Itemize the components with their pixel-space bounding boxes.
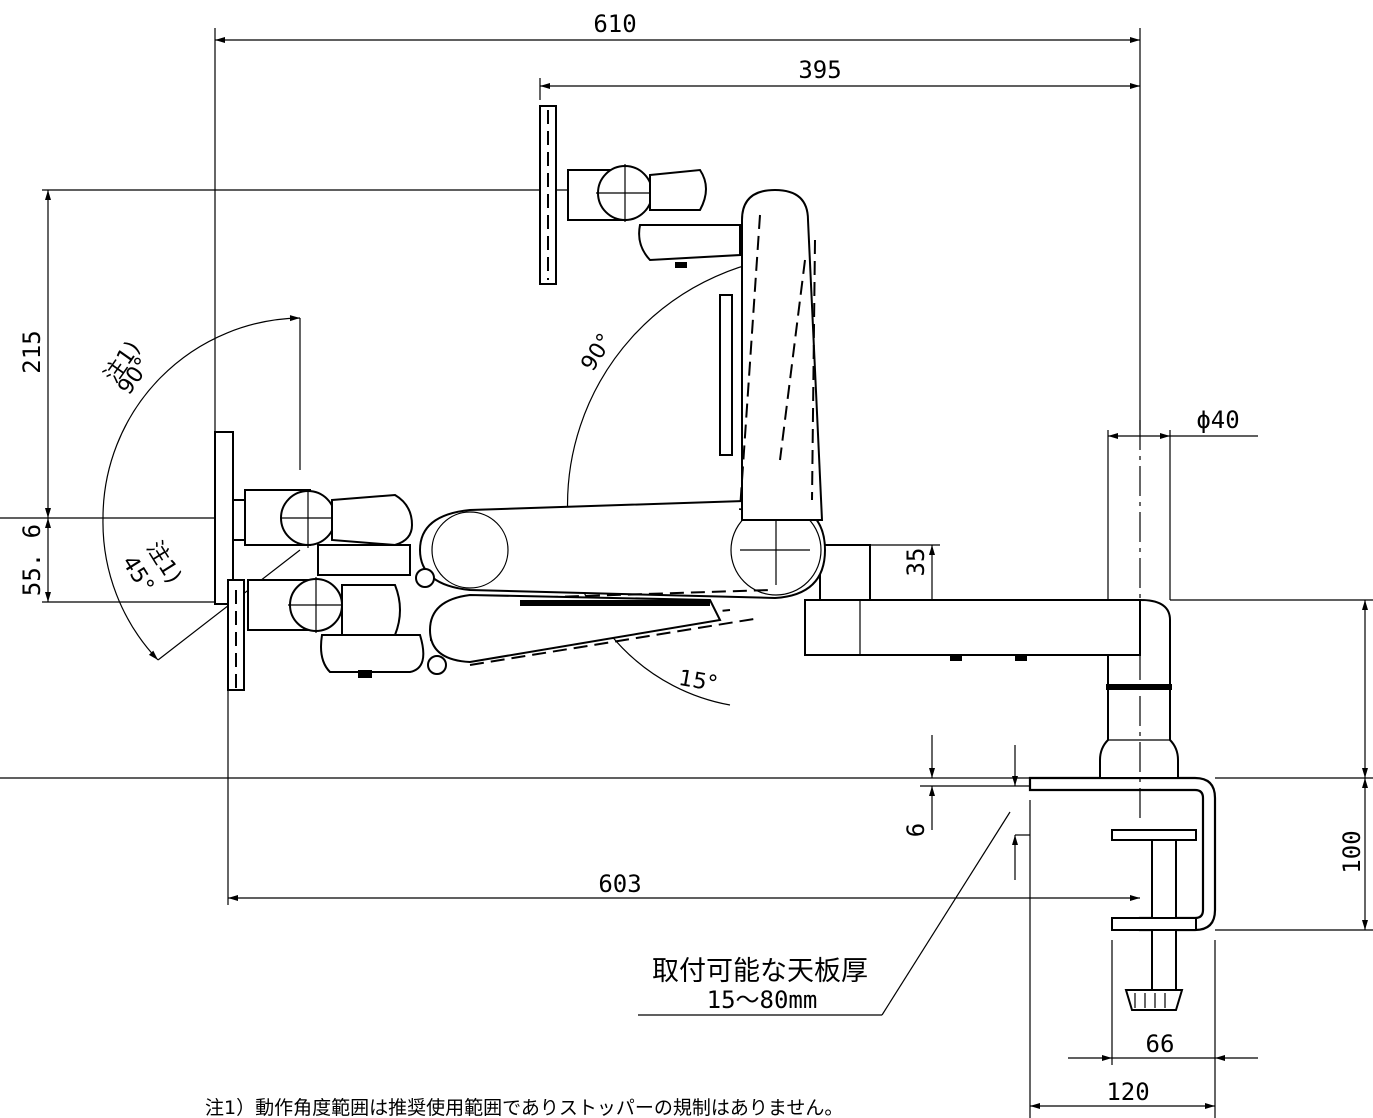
dim-clamp-outer: 120 (1106, 1078, 1149, 1106)
dim-bottom-width: 603 (598, 870, 641, 898)
dim-height-down: 55. 6 (18, 524, 46, 596)
dimension-labels: 610 395 215 55. 6 ϕ40 35 6 603 100 66 12… (18, 10, 1366, 1106)
footnote: 注1）動作角度範囲は推奨使用範囲でありストッパーの規制はありません。 (205, 1097, 843, 1118)
desk-thickness-label: 取付可能な天板厚 15～80mm (652, 956, 868, 1014)
monitor-head-tilted (227, 577, 425, 691)
dim-pole-diameter: ϕ40 (1196, 406, 1239, 434)
lower-arm (804, 544, 1141, 661)
dim-arm-offset: 35 (902, 548, 930, 577)
desk-clamp (1028, 776, 1217, 1011)
extension-lines (0, 28, 1373, 1118)
dim-clamp-height: 100 (1338, 830, 1366, 873)
desk-thickness-range: 15～80mm (707, 986, 818, 1014)
dim-clamp-inner: 66 (1146, 1030, 1175, 1058)
dim-desk-offset: 6 (902, 823, 930, 837)
desk-thickness-title: 取付可能な天板厚 (652, 956, 868, 987)
monitor-head-raised (539, 105, 741, 285)
monitor-head-main (214, 431, 414, 605)
upper-arm-lowered (427, 589, 771, 675)
dim-arm-reach: 395 (798, 56, 841, 84)
dim-height-up: 215 (18, 330, 46, 373)
dim-top-width: 610 (593, 10, 636, 38)
angle-arm-swing: 90° (577, 329, 619, 375)
dimension-lines (45, 37, 1368, 1109)
upper-arm-raised (719, 188, 824, 521)
angle-arm-drop: 15° (677, 666, 720, 697)
